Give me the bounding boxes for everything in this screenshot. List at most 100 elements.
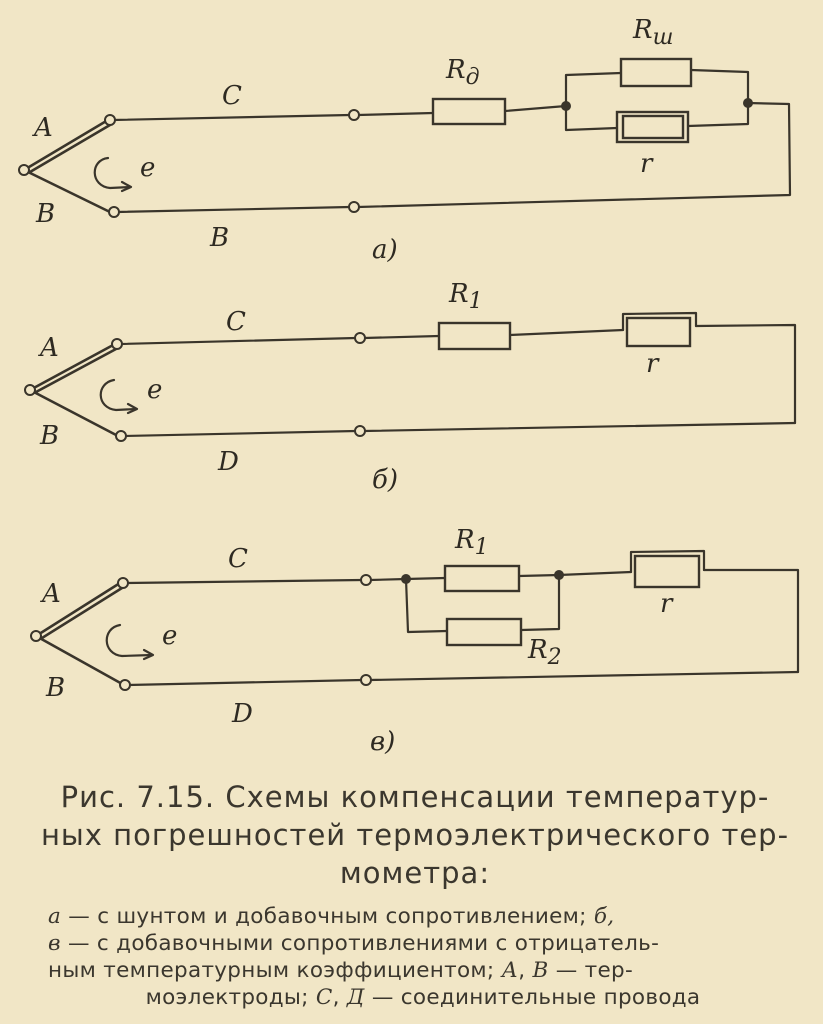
thermoelectrode-c-top: [34, 581, 122, 638]
thermoelectrode-a-top: [22, 118, 110, 172]
legend-text-4: моэлектроды;: [145, 985, 316, 1010]
terminal-a-bottom: [108, 206, 120, 218]
circuit-c: A B e C D R1 R2 r в): [30, 525, 800, 757]
legend-key-B: В: [532, 958, 549, 983]
emf-arrow-c: [105, 623, 154, 658]
wire-c-r-bracket: [629, 549, 706, 574]
label-b-electrode-top: A: [38, 333, 59, 363]
label-a-rsh: Rш: [632, 15, 673, 50]
wire-b-top: [118, 323, 797, 425]
legend-key-v: в: [48, 931, 61, 956]
wire-c-bottom: [126, 670, 800, 687]
thermoelectrode-b-double: [34, 347, 118, 394]
hot-junction-b: [24, 384, 36, 396]
resistor-r1-b: [437, 321, 512, 351]
figure-legend: а — с шунтом и добавочным сопротивлением…: [48, 903, 798, 1011]
junction-a-top: [348, 109, 360, 121]
node-a-left: [561, 101, 571, 111]
label-c-r1: R1: [454, 525, 489, 560]
label-a-electrode-bottom: B: [35, 199, 55, 229]
emf-arrow-b: [99, 378, 138, 412]
junction-c-bottom: [360, 674, 372, 686]
node-c-left: [401, 574, 411, 584]
junction-b-top: [354, 332, 366, 344]
legend-text-1: — с шунтом и добавочным сопротивлением;: [61, 904, 594, 929]
resistor-r-b: [625, 316, 692, 348]
label-b-r: r: [646, 349, 660, 379]
caption-line-2: ных погрешностей термоэлектрического тер…: [40, 818, 790, 852]
legend-text-4b: — соединительные провода: [364, 985, 701, 1010]
node-a-right: [743, 98, 753, 108]
emf-arrowhead-b: [126, 402, 139, 415]
wire-a-bottom: [115, 101, 792, 214]
sublabel-c: в): [370, 727, 395, 757]
legend-key-a: а: [48, 904, 62, 929]
legend-text-3: ным температурным коэффициентом;: [48, 958, 502, 983]
thermoelectrode-a-bottom: [22, 168, 114, 215]
legend-key-C: С: [315, 985, 333, 1010]
legend-sep-3: ,: [518, 958, 533, 983]
label-b-electrode-bottom: B: [39, 421, 59, 451]
label-c-wire-bottom: D: [231, 699, 253, 729]
label-c-wire-top: C: [228, 544, 248, 574]
junction-a-bottom: [348, 201, 360, 213]
legend-text-3b: — тер-: [548, 958, 634, 983]
legend-key-b: б,: [593, 904, 615, 929]
thermoelectrode-c-double: [40, 586, 124, 640]
resistor-r-c: [633, 554, 701, 589]
legend-line-1: а — с шунтом и добавочным сопротивлением…: [48, 903, 798, 930]
resistor-rd-a: [431, 97, 507, 126]
node-c-right: [554, 570, 564, 580]
thermoelectrode-b-top: [28, 342, 117, 392]
label-c-r2: R2: [527, 635, 562, 670]
resistor-rsh-a: [619, 57, 693, 88]
resistor-r1-c: [443, 564, 521, 593]
label-c-electrode-bottom: B: [45, 673, 65, 703]
label-b-r1: R1: [448, 279, 483, 314]
label-a-wire-bottom: B: [209, 223, 229, 253]
resistor-r-a-inner: [621, 114, 685, 140]
label-c-electrode-top: A: [40, 579, 61, 609]
junction-c-top: [360, 574, 372, 586]
resistor-r2-c: [445, 617, 523, 647]
terminal-c-bottom: [119, 679, 131, 691]
legend-sep-4: ,: [332, 985, 347, 1010]
legend-text-2: — с добавочными сопротивлениями с отрица…: [60, 931, 660, 956]
circuit-b: A B e C D R1 r б): [24, 279, 797, 495]
caption-line-3: мометра:: [339, 856, 491, 890]
sublabel-b: б): [372, 465, 398, 495]
terminal-b-bottom: [115, 430, 127, 442]
wire-b-bottom: [122, 421, 797, 438]
wire-a-top: [111, 104, 568, 122]
wire-a-shunt-branch: [564, 68, 750, 132]
thermoelectrode-b-bottom: [28, 388, 120, 438]
legend-key-A: А: [501, 958, 519, 983]
thermoelectrode-c-bottom: [34, 634, 126, 687]
legend-key-D: Д: [346, 985, 365, 1010]
terminal-b-top: [111, 338, 123, 350]
wire-b-r-bracket: [621, 311, 698, 332]
label-a-emf: e: [140, 153, 155, 183]
circuit-a: A B e C B Rд Rш r а): [18, 15, 792, 265]
label-a-rd: Rд: [445, 55, 480, 90]
label-c-emf: e: [162, 621, 177, 651]
circuit-diagrams: A B e C B Rд Rш r а) A B e C D R1 r б): [18, 15, 800, 757]
sublabel-a: а): [372, 235, 398, 265]
label-a-wire-top: C: [222, 81, 242, 111]
label-b-wire-top: C: [226, 307, 246, 337]
legend-line-3: ным температурным коэффициентом; А, В — …: [48, 957, 798, 984]
wire-c-parallel: [404, 573, 561, 634]
emf-arrowhead-a: [120, 180, 133, 193]
legend-line-2: в — с добавочными сопротивлениями с отри…: [48, 930, 798, 957]
label-a-electrode-top: A: [32, 113, 53, 143]
label-a-r: r: [640, 149, 654, 179]
caption-line-1: Рис. 7.15. Схемы компенсации температур-: [60, 780, 770, 814]
thermoelectrode-a-double: [28, 123, 112, 174]
terminal-a-top: [104, 114, 116, 126]
hot-junction-a: [18, 164, 30, 176]
label-b-emf: e: [147, 375, 162, 405]
legend-line-4: моэлектроды; С, Д — соединительные прово…: [48, 984, 798, 1011]
emf-arrow-a: [93, 156, 132, 190]
figure-caption: Рис. 7.15. Схемы компенсации температур-…: [30, 778, 800, 892]
